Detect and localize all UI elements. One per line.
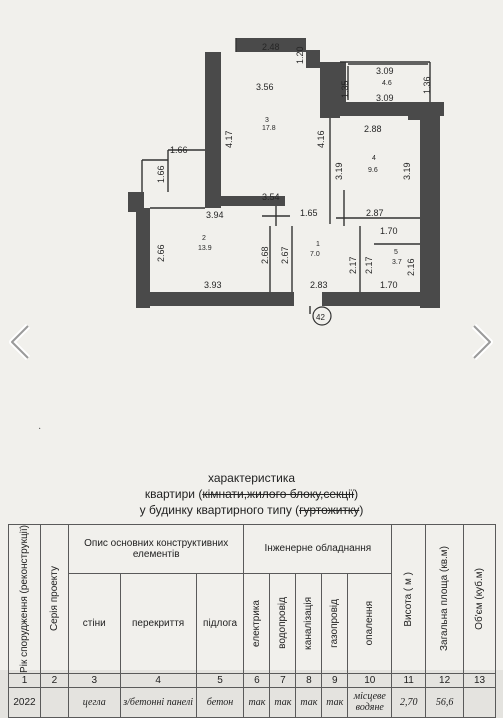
value-height: 2,70 — [391, 686, 427, 718]
dim-label: 1.70 — [380, 280, 398, 290]
header-cell: Об'єм (куб.м) — [463, 524, 496, 674]
value-floors: бетон — [195, 686, 245, 718]
value-electric: так — [243, 686, 271, 718]
wall-notch-b — [336, 62, 346, 107]
value-heating: місцеве водяне — [347, 686, 393, 718]
document-heading: характеристика квартири (кімнати,жилого … — [0, 470, 503, 518]
header-cell: перекриття — [119, 572, 197, 674]
dim-label: 4.17 — [224, 130, 234, 148]
characteristics-table: Рік спорудження (реконструкції) Серія пр… — [8, 524, 496, 718]
dim-label: 2.88 — [364, 124, 382, 134]
dim-label: 4.16 — [316, 130, 326, 148]
value-gas: так — [321, 686, 349, 718]
room-area-label: 4.6 — [382, 80, 392, 87]
wall-left-upper — [205, 52, 221, 208]
dim-label: 3.54 — [262, 192, 280, 202]
heading-line-3: у будинку квартирного типу (гуртожитку) — [139, 503, 364, 517]
chevron-left-icon — [9, 323, 31, 361]
dim-label: 1.65 — [300, 208, 318, 218]
dim-label: 1.66 — [170, 145, 188, 155]
value-water: так — [269, 686, 297, 718]
value-year: 2022 — [8, 686, 41, 718]
header-cell: Серія проекту — [39, 524, 69, 674]
values-row: 2022 цегла з/бетонні панелі бетон так та… — [8, 686, 496, 718]
dim-label: 3.09 — [376, 66, 394, 76]
value-series — [39, 686, 69, 718]
header-cell: газопровід — [321, 572, 349, 674]
header-cell: опалення — [347, 572, 393, 674]
wall-top-center — [236, 38, 306, 52]
header-cell: електрика — [243, 572, 271, 674]
room-area-label: 3.7 — [392, 259, 402, 266]
room-number-label: 1 — [316, 241, 320, 248]
dim-label: 1.70 — [380, 226, 398, 236]
value-sewer: так — [295, 686, 323, 718]
dim-label: 2.68 — [260, 246, 270, 264]
wall-left-cap — [128, 192, 144, 212]
room-number-label: 3 — [265, 117, 269, 124]
dim-label: 3.94 — [206, 210, 224, 220]
dim-label: 2.48 — [262, 42, 280, 52]
wall-left — [136, 208, 150, 308]
room-area-label: 7.0 — [310, 251, 320, 258]
dim-label: 2.17 — [364, 256, 374, 274]
header-cell: Рік спорудження (реконструкції) — [8, 524, 41, 674]
dim-label: 2.66 — [156, 244, 166, 262]
plan-partitions — [141, 38, 431, 314]
dim-label: 1.35 — [340, 80, 350, 98]
header-cell: підлога — [195, 572, 245, 674]
dim-label: 3.09 — [376, 93, 394, 103]
dim-label: 2.87 — [366, 208, 384, 218]
header-cell: Висота ( м ) — [391, 524, 427, 674]
value-volume — [463, 686, 496, 718]
dim-label: 2.83 — [310, 280, 328, 290]
room-area-label: 13.9 — [198, 245, 212, 252]
dim-label: 3.19 — [402, 162, 412, 180]
room-area-label: 9.6 — [368, 167, 378, 174]
struck-text: гуртожитку — [299, 503, 360, 517]
plan-walls — [128, 38, 444, 308]
axis-number-label: 42 — [316, 313, 325, 322]
header-cell: Загальна площа (кв.м) — [425, 524, 465, 674]
dim-label: 2.16 — [406, 258, 416, 276]
room-number-label: 2 — [202, 235, 206, 242]
value-area: 56,6 — [425, 686, 465, 718]
dim-label: 3.56 — [256, 82, 274, 92]
wall-bottom-right — [322, 292, 440, 306]
room-number-label: 4 — [372, 155, 376, 162]
dim-label: 1.66 — [156, 165, 166, 183]
value-ceilings: з/бетонні панелі — [119, 686, 197, 718]
heading-line-2: квартири (кімнати,жилого блоку,секції) — [144, 487, 359, 501]
next-image-arrow[interactable] — [466, 322, 496, 362]
value-walls: цегла — [67, 686, 121, 718]
wall-bottom-left — [136, 292, 294, 306]
header-cell: каналізація — [295, 572, 323, 674]
prev-image-arrow[interactable] — [6, 322, 36, 362]
dim-label: 3.19 — [334, 162, 344, 180]
dim-label: 1.36 — [422, 76, 432, 94]
chevron-right-icon — [471, 323, 493, 361]
dim-label: 2.17 — [348, 256, 358, 274]
dim-label: 1.20 — [295, 46, 305, 64]
struck-text: кімнати,жилого блоку,секції — [202, 487, 355, 501]
wall-notch-a — [306, 50, 320, 68]
header-cell: Інженерне обладнання — [243, 524, 393, 574]
dim-label: 3.93 — [204, 280, 222, 290]
heading-line-1: характеристика — [207, 471, 296, 485]
wall-mid — [205, 196, 285, 206]
wall-right — [420, 116, 440, 308]
wall-right-notch — [408, 102, 440, 120]
room-area-label: 17.8 — [262, 125, 276, 132]
paper-speck: · — [38, 424, 42, 435]
header-cell: водопровід — [269, 572, 297, 674]
header-cell: Опис основних конструктивних елементів — [67, 524, 245, 574]
floor-plan: 2.48 1.20 3.09 4.6 3.09 1.36 1.35 3.56 1… — [128, 38, 444, 326]
room-number-label: 5 — [394, 249, 398, 256]
header-cell: стіни — [67, 572, 121, 674]
axis-circle — [312, 306, 332, 326]
dim-label: 2.67 — [280, 246, 290, 264]
